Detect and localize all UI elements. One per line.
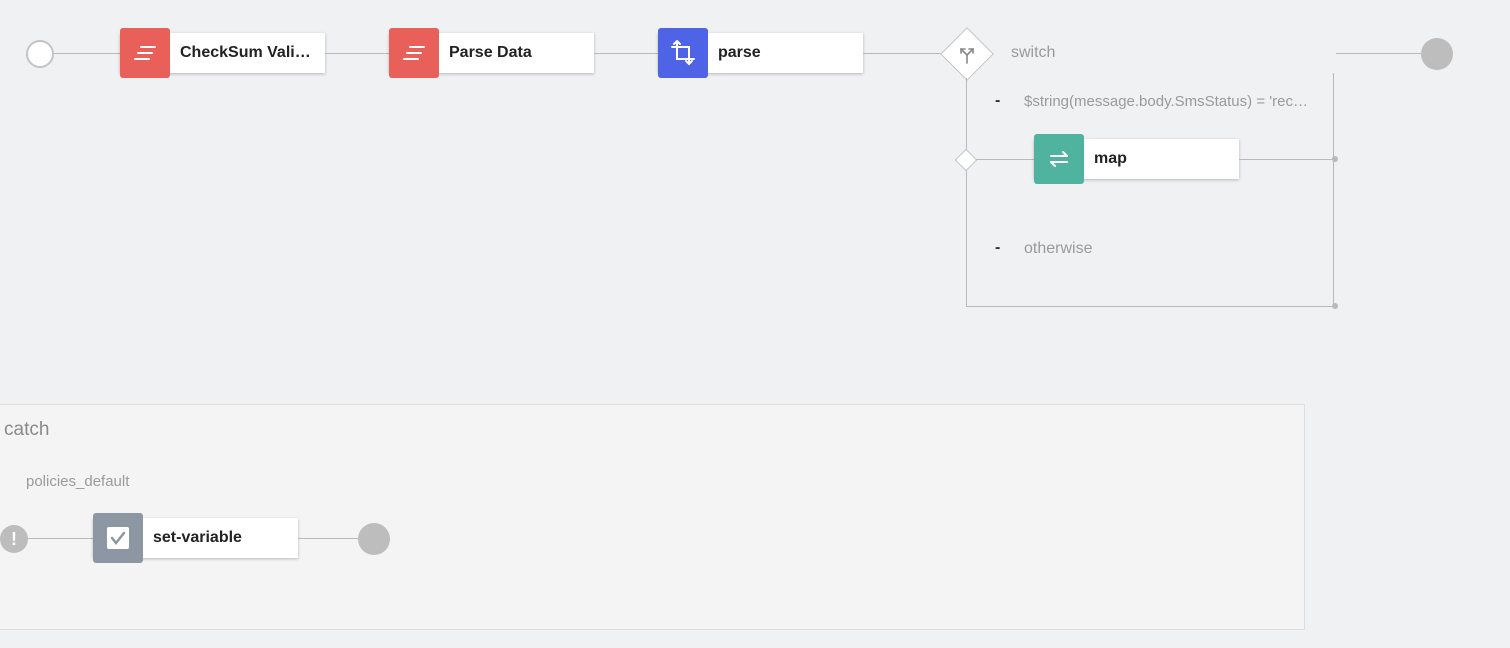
switch-frame-left: [966, 78, 967, 306]
connector: [1239, 159, 1335, 160]
otherwise-dash: -: [995, 239, 1001, 256]
case-condition[interactable]: $string(message.body.SmsStatus) = 'recei…: [1024, 93, 1314, 110]
connector: [298, 538, 358, 539]
connector: [863, 53, 941, 54]
node-parse[interactable]: parse: [658, 28, 863, 78]
node-checksum-validation[interactable]: CheckSum Validation: [120, 28, 325, 78]
node-label[interactable]: parse: [718, 44, 761, 61]
crop-transform-icon: [658, 28, 708, 78]
case-dash: -: [995, 92, 1001, 109]
switch-frame-right: [1333, 73, 1334, 307]
node-label[interactable]: map: [1094, 150, 1127, 167]
otherwise-label[interactable]: otherwise: [1024, 240, 1093, 257]
node-set-variable[interactable]: set-variable: [93, 513, 298, 563]
flow-start-circle[interactable]: [26, 40, 54, 68]
junction-dot: [1332, 303, 1338, 309]
branch-icon: [957, 45, 977, 65]
connector: [54, 53, 120, 54]
swap-arrows-icon: [1034, 134, 1084, 184]
node-map[interactable]: map: [1034, 134, 1239, 184]
connector: [976, 159, 1034, 160]
flow-end-circle[interactable]: [1421, 38, 1453, 70]
case-diamond[interactable]: [954, 148, 978, 172]
node-label[interactable]: set-variable: [153, 529, 242, 546]
connector: [1336, 53, 1422, 54]
connector: [594, 53, 658, 54]
error-start-icon[interactable]: !: [0, 525, 28, 553]
node-label[interactable]: CheckSum Validation: [180, 44, 317, 61]
node-parse-data[interactable]: Parse Data: [389, 28, 594, 78]
checkbox-icon: [93, 513, 143, 563]
policy-label: policies_default: [26, 473, 130, 490]
catch-title: catch: [4, 419, 50, 440]
node-label[interactable]: Parse Data: [449, 44, 532, 61]
parser-icon: [389, 28, 439, 78]
connector: [28, 538, 93, 539]
catch-panel: catch policies_default ! set-variable: [0, 404, 1305, 630]
parser-icon: [120, 28, 170, 78]
catch-end-circle[interactable]: [358, 523, 390, 555]
switch-frame-bottom: [966, 306, 1336, 307]
switch-label: switch: [1011, 44, 1056, 61]
junction-dot: [1332, 156, 1338, 162]
connector: [325, 53, 389, 54]
